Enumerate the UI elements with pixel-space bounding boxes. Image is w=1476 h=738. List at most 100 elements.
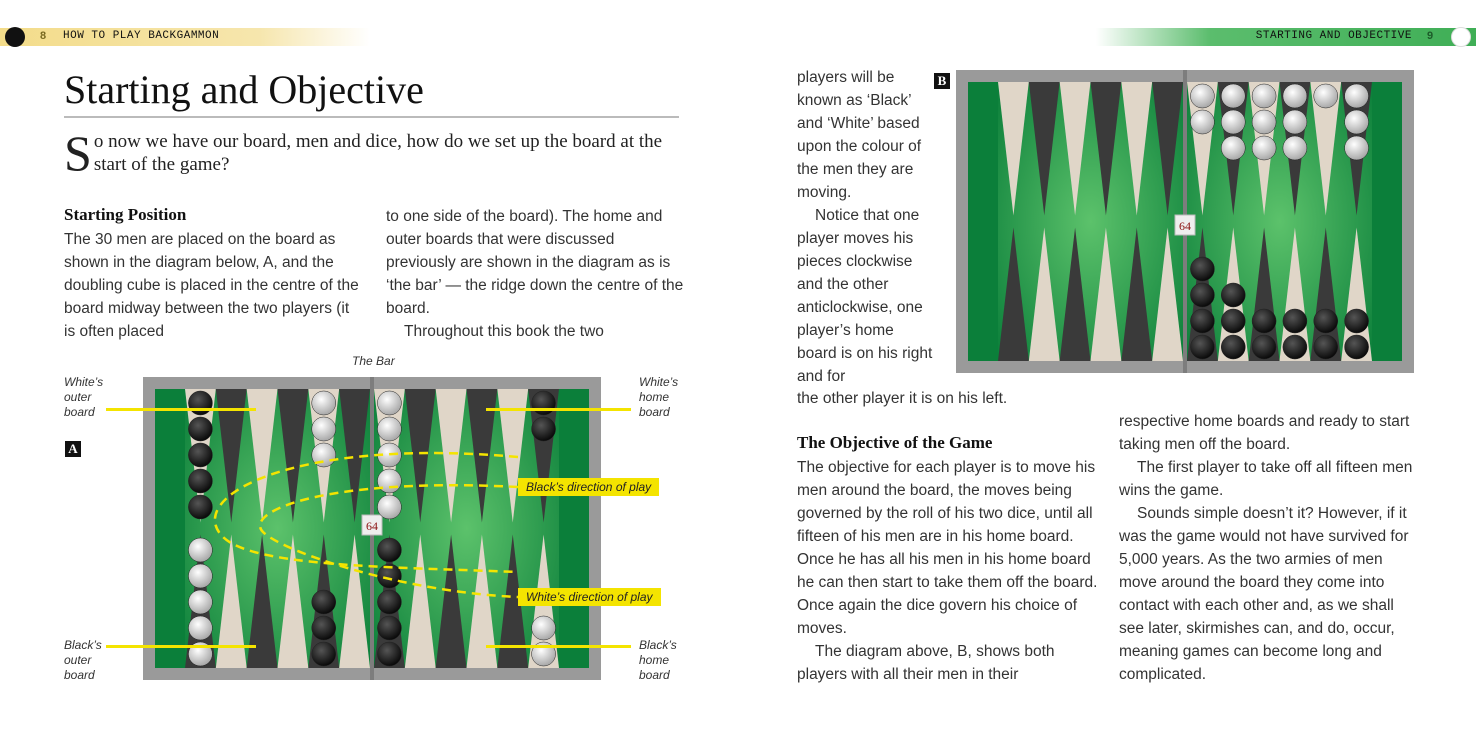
right-running-head: STARTING AND OBJECTIVE: [1255, 30, 1412, 42]
doubling-cube: [1174, 214, 1196, 236]
white-man: [311, 416, 336, 442]
white-man: [1344, 135, 1369, 161]
white-man: [188, 537, 213, 563]
white-man: [1282, 135, 1308, 161]
white-man: [188, 563, 213, 589]
white-home-label: White’s home board: [639, 375, 679, 419]
bar-label: The Bar: [352, 354, 395, 368]
point-top: [339, 389, 370, 523]
point-top: [246, 389, 278, 523]
black-man: [1221, 282, 1246, 308]
black-man: [377, 589, 402, 615]
point-top: [277, 389, 309, 523]
black-man: [1344, 308, 1369, 334]
objective-col2: respective home boards and ready to star…: [1119, 410, 1419, 686]
black-man: [531, 416, 556, 442]
black-man: [188, 468, 213, 494]
point-bottom: [1152, 227, 1183, 361]
point-top: [404, 389, 436, 523]
black-man: [1251, 308, 1277, 334]
black-man: [531, 390, 556, 416]
point-bottom: [1090, 227, 1122, 361]
white-man: [1221, 135, 1246, 161]
black-man: [311, 641, 336, 667]
point-bottom: [466, 534, 498, 668]
white-man: [377, 416, 402, 442]
point-bottom: [1059, 227, 1091, 361]
white-man: [377, 390, 402, 416]
black-man: [1313, 308, 1338, 334]
doubling-cube: [361, 514, 383, 536]
white-man: [311, 390, 336, 416]
board-half: [1187, 82, 1372, 361]
objective-col1: The objective for each player is to move…: [797, 456, 1107, 686]
objective-col2-p1: respective home boards and ready to star…: [1119, 413, 1410, 453]
point-top: [1090, 82, 1122, 216]
white-man: [1282, 109, 1308, 135]
board-half: [185, 389, 370, 668]
doubling-cube-value: 64: [366, 519, 378, 533]
point-bottom: [1028, 227, 1060, 361]
white-outer-label: White’s outer board: [64, 375, 104, 419]
white-man: [531, 641, 556, 667]
black-man: [188, 390, 213, 416]
white-direction-path: [258, 484, 519, 599]
right-tray: [559, 389, 589, 668]
wrap-tail: the other player it is on his left.: [797, 390, 1008, 407]
left-header-bar: [0, 28, 370, 46]
black-outer-label: Black’s outer board: [64, 638, 102, 682]
black-direction-path: [213, 451, 519, 574]
doubling-cube-value: 64: [1179, 219, 1191, 233]
point-bottom: [246, 534, 278, 668]
drop-cap: S: [64, 125, 92, 181]
black-man: [188, 416, 213, 442]
black-home-label: Black’s home board: [639, 638, 677, 682]
objective-col2-p3: Sounds simple doesn’t it? However, if it…: [1119, 505, 1409, 683]
white-man: [188, 589, 213, 615]
white-man: [377, 494, 402, 520]
section-heading-starting-position: Starting Position: [64, 205, 187, 224]
title-rule: [64, 116, 679, 118]
left-running-head: HOW TO PLAY BACKGAMMON: [63, 30, 220, 42]
white-man: [531, 615, 556, 641]
white-home-arrow: [486, 408, 631, 411]
left-tray: [155, 389, 185, 668]
diagram-a-label: A: [65, 441, 81, 457]
white-man: [188, 641, 213, 667]
black-man: [1221, 308, 1246, 334]
left-header-dot: [5, 27, 25, 47]
starting-col2: to one side of the board). The home and …: [386, 205, 686, 343]
white-man: [1221, 109, 1246, 135]
black-man: [311, 589, 336, 615]
starting-col2-p1: to one side of the board). The home and …: [386, 208, 684, 317]
left-tray: [968, 82, 998, 361]
board-half: [998, 82, 1183, 361]
black-man: [1190, 334, 1215, 360]
intro-text: o now we have our board, men and dice, h…: [93, 131, 663, 175]
white-man: [377, 468, 402, 494]
white-direction-tag: White’s direction of play: [518, 588, 661, 606]
black-home-arrow: [486, 645, 631, 648]
white-outer-arrow: [106, 408, 256, 411]
black-man: [188, 494, 213, 520]
wrap-p2: Notice that one player moves his pieces …: [797, 207, 933, 385]
black-man: [1251, 334, 1277, 360]
white-man: [1221, 83, 1246, 109]
white-man: [1190, 109, 1215, 135]
left-page-number: 8: [40, 30, 47, 42]
black-man: [1190, 282, 1215, 308]
white-man: [1344, 83, 1369, 109]
point-top: [215, 389, 247, 523]
point-top: [435, 389, 467, 523]
black-man: [1221, 334, 1246, 360]
point-bottom: [339, 534, 370, 668]
white-man: [1344, 109, 1369, 135]
right-tray: [1372, 82, 1402, 361]
white-man: [1313, 83, 1338, 109]
white-man: [1190, 83, 1215, 109]
point-top: [1028, 82, 1060, 216]
starting-col2-p2: Throughout this book the two: [404, 323, 604, 340]
objective-col1-p2: The diagram above, B, shows both players…: [797, 643, 1055, 683]
point-bottom: [1121, 227, 1153, 361]
section-heading-objective: The Objective of the Game: [797, 433, 993, 452]
